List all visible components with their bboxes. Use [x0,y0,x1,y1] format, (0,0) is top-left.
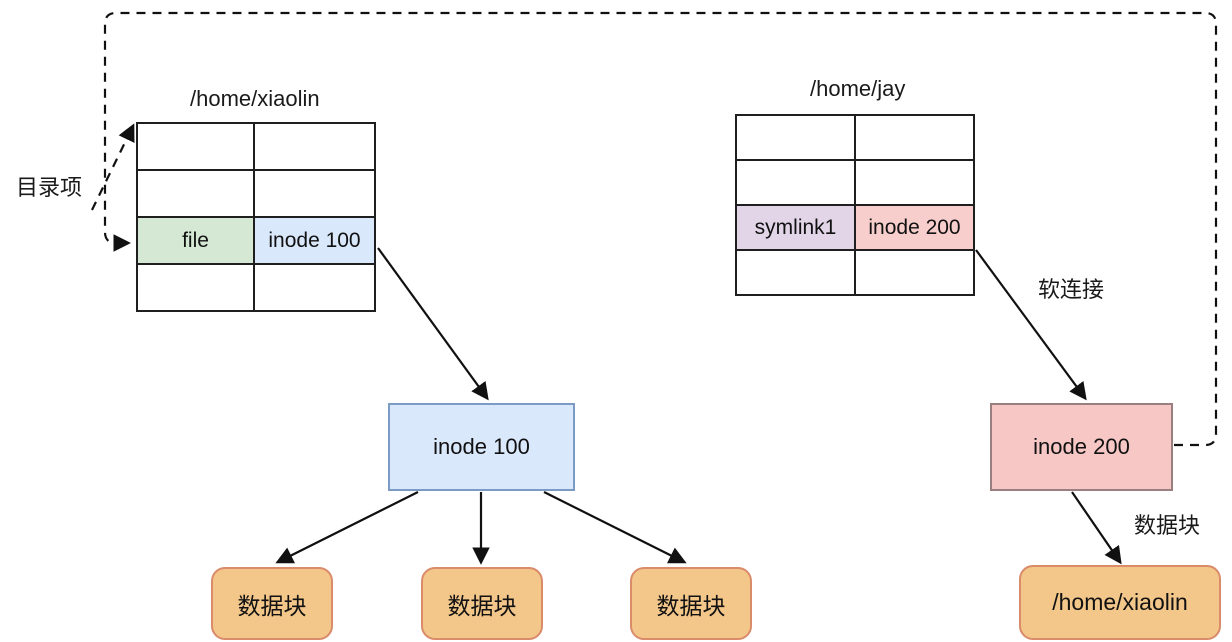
dir-entry-name-cell[interactable] [138,265,255,310]
dir-entry-name-cell[interactable] [138,171,255,216]
dir-entry-inode-cell-symlink1[interactable]: inode 200 [856,206,973,249]
dir-entry-label: 目录项 [16,175,83,200]
dir-entry-pointer [91,123,135,211]
data-block-2[interactable]: 数据块 [421,567,543,640]
soft-link-edge-label: 软连接 [1038,277,1105,302]
table-row[interactable] [737,116,973,161]
directory-table-xiaolin[interactable]: file inode 100 [136,122,376,312]
table-row[interactable] [138,171,374,218]
table-row-file[interactable]: file inode 100 [138,218,374,265]
directory-table-jay[interactable]: symlink1 inode 200 [735,114,975,296]
table-row-symlink1[interactable]: symlink1 inode 200 [737,206,973,251]
table-row[interactable] [138,124,374,171]
dir-entry-inode-cell[interactable] [856,161,973,204]
data-block-1[interactable]: 数据块 [211,567,333,640]
data-block-3[interactable]: 数据块 [630,567,752,640]
dir-entry-inode-cell[interactable] [255,124,374,169]
edge-inode100-to-data-block-1 [275,491,419,564]
dir-entry-name-cell-file[interactable]: file [138,218,255,263]
dir-entry-name-cell[interactable] [737,116,856,159]
dir-entry-name-cell[interactable] [138,124,255,169]
symlink-target-block[interactable]: /home/xiaolin [1019,565,1221,640]
edge-inode100-to-data-block-3 [543,491,687,564]
table-row[interactable] [737,251,973,294]
edge-inode200-to-symlink-target [1071,491,1122,565]
dir-entry-inode-cell[interactable] [255,171,374,216]
dir-entry-name-cell[interactable] [737,251,856,294]
table-row[interactable] [138,265,374,310]
dir-entry-inode-cell[interactable] [856,251,973,294]
dir-entry-name-cell-symlink1[interactable]: symlink1 [737,206,856,249]
dir-entry-inode-cell-file[interactable]: inode 100 [255,218,374,263]
dir-entry-inode-cell[interactable] [856,116,973,159]
dir-entry-inode-cell[interactable] [255,265,374,310]
right-table-caption: /home/jay [810,76,906,101]
dir-entry-name-cell[interactable] [737,161,856,204]
table-row[interactable] [737,161,973,206]
data-block-edge-label: 数据块 [1134,513,1201,538]
inode-200-node[interactable]: inode 200 [990,403,1173,491]
edge-file-to-inode100 [377,247,489,401]
inode-100-node[interactable]: inode 100 [388,403,575,491]
left-table-caption: /home/xiaolin [190,86,320,111]
